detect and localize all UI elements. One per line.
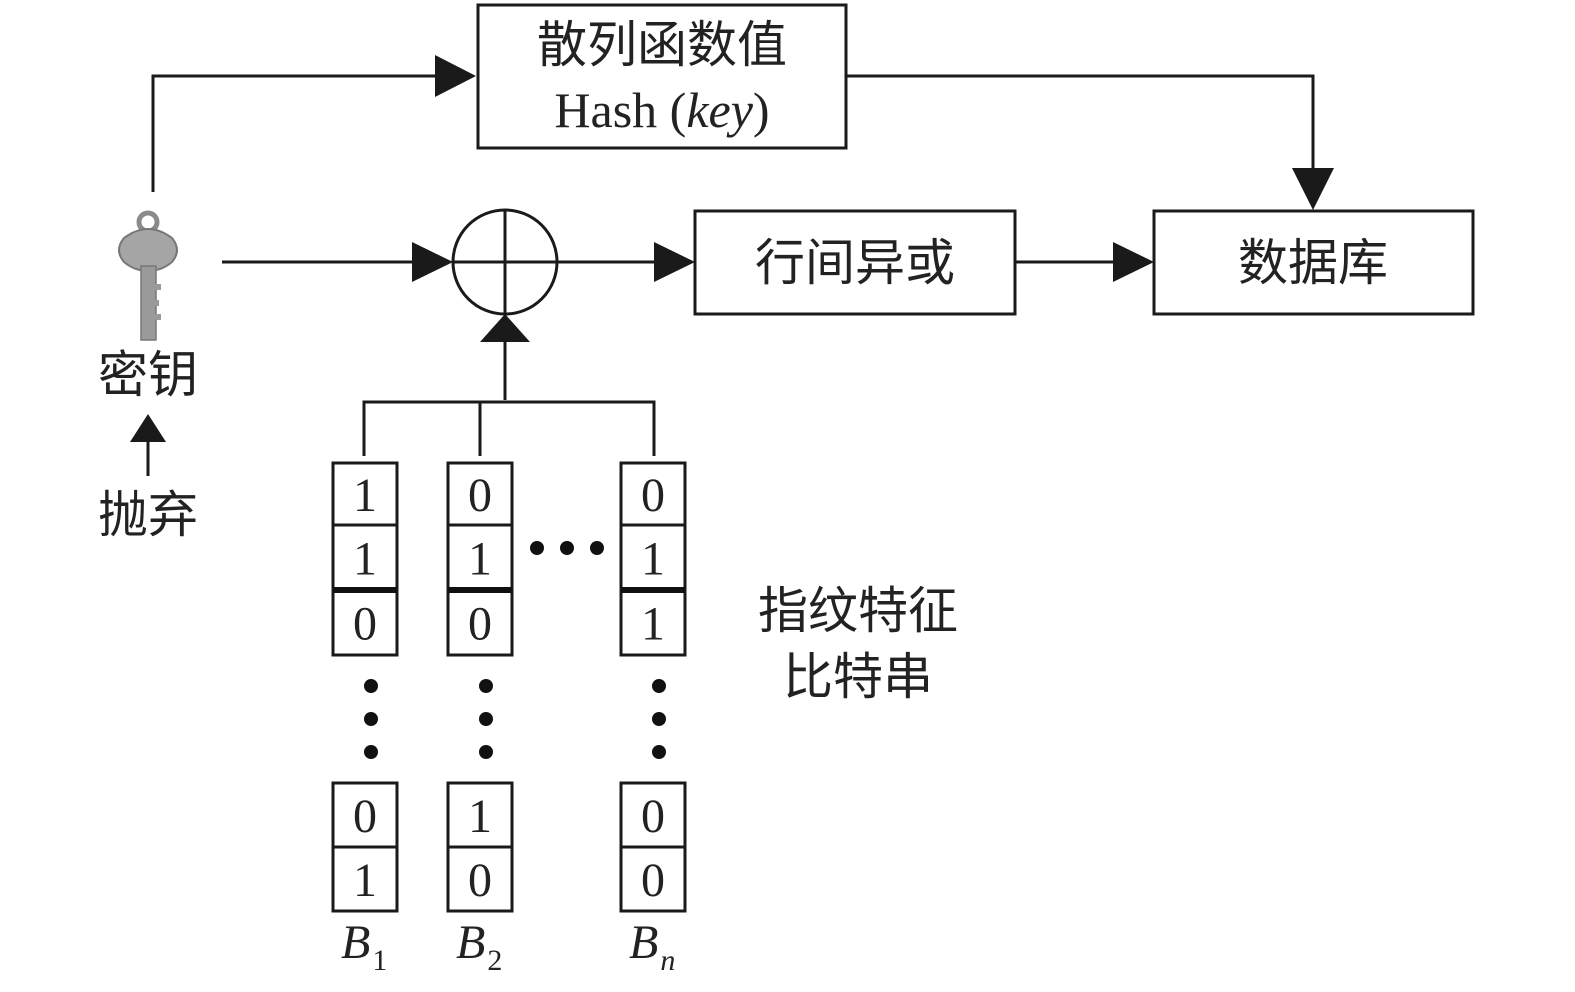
bit-cell	[331, 523, 399, 592]
database-label: 数据库	[1238, 234, 1388, 292]
hash-formula-suffix: )	[753, 82, 770, 138]
bit-column-3: 0 1 1 0 0Bn	[619, 461, 687, 977]
bit-value: 1	[641, 598, 665, 651]
key-label: 密钥	[98, 346, 198, 404]
column-label: B2	[456, 916, 502, 977]
vertical-ellipsis-dot	[479, 745, 493, 759]
bit-columns: 1 1 0 0 1B1 0 1 0 1 0B2 0 1 1 0 0Bn	[331, 461, 687, 977]
bits-bracket	[362, 400, 656, 456]
hash-formula-prefix: Hash (	[554, 82, 686, 138]
key-icon	[118, 210, 178, 341]
bit-value: 0	[641, 790, 665, 843]
fingerprint-label-line1: 指纹特征	[758, 582, 958, 640]
row-xor-label: 行间异或	[755, 234, 955, 292]
bit-value: 1	[641, 533, 665, 586]
bit-cell	[619, 588, 687, 657]
bit-cell	[331, 845, 399, 913]
hash-box-formula: Hash (key)	[554, 82, 769, 138]
key-to-hash-connector	[151, 74, 440, 192]
key-to-xor-arrowhead	[412, 242, 453, 282]
vertical-ellipsis-dot	[652, 712, 666, 726]
key-to-hash-arrowhead	[435, 55, 476, 97]
bit-value: 0	[641, 854, 665, 907]
column-ellipsis	[530, 541, 604, 555]
row-xor-box: 行间异或	[693, 209, 1017, 316]
database-box: 数据库	[1152, 209, 1475, 316]
bit-value: 1	[353, 533, 377, 586]
vertical-ellipsis-dot	[479, 679, 493, 693]
hash-to-database-arrowhead	[1292, 168, 1334, 210]
bit-cell	[619, 845, 687, 913]
vertical-ellipsis-dot	[479, 712, 493, 726]
fingerprint-label-line2: 比特串	[783, 648, 933, 706]
bit-value: 1	[468, 790, 492, 843]
vertical-ellipsis-dot	[364, 745, 378, 759]
bit-value: 0	[468, 469, 492, 522]
hash-box-title: 散列函数值	[537, 16, 787, 74]
vertical-ellipsis-dot	[652, 679, 666, 693]
xor-operator-icon	[451, 208, 559, 316]
rowxor-to-database-arrowhead	[1113, 242, 1154, 282]
hash-box: 散列函数值 Hash (key)	[476, 3, 848, 150]
bit-value: 1	[353, 469, 377, 522]
bit-cell	[446, 781, 514, 849]
vertical-ellipsis-dot	[652, 745, 666, 759]
bit-value: 1	[468, 533, 492, 586]
discard-label: 抛弃	[98, 486, 198, 544]
bit-value: 0	[353, 598, 377, 651]
bit-value: 0	[641, 469, 665, 522]
vertical-ellipsis-dot	[364, 679, 378, 693]
bit-cell	[446, 461, 514, 527]
bit-column-2: 0 1 0 1 0B2	[446, 461, 514, 977]
bits-to-xor-arrowhead	[480, 314, 530, 342]
bit-value: 0	[468, 854, 492, 907]
xor-to-rowxor-arrowhead	[654, 242, 695, 282]
hash-to-database-connector	[846, 74, 1315, 172]
bit-value: 1	[353, 854, 377, 907]
bit-value: 0	[468, 598, 492, 651]
column-label: Bn	[629, 916, 675, 977]
column-label: B1	[341, 916, 387, 977]
bit-column-1: 1 1 0 0 1B1	[331, 461, 399, 977]
bit-value: 0	[353, 790, 377, 843]
vertical-ellipsis-dot	[364, 712, 378, 726]
bit-cell	[446, 845, 514, 913]
bit-cell	[619, 523, 687, 592]
discard-arrowhead	[130, 414, 166, 442]
bit-cell	[446, 588, 514, 657]
hash-formula-key: key	[686, 82, 753, 138]
